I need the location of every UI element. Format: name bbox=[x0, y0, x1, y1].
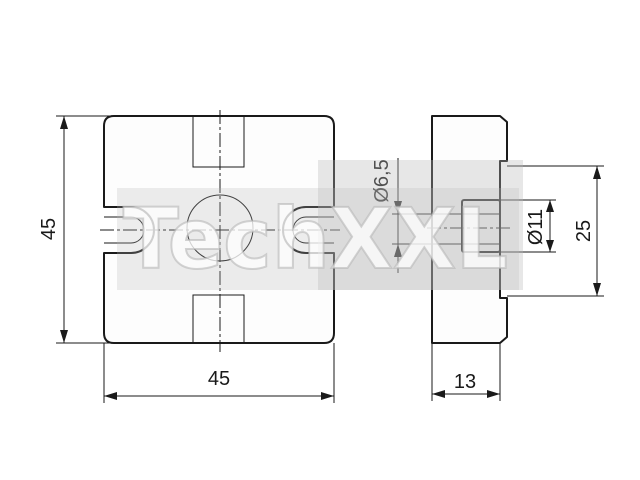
boss-dimension-label: Ø11 bbox=[525, 209, 547, 245]
watermark-text: TechXXL bbox=[123, 190, 508, 288]
arrowhead bbox=[487, 390, 500, 398]
arrowhead bbox=[546, 240, 554, 252]
front-width-dimension: 45 bbox=[103, 343, 335, 403]
side-boss bbox=[461, 199, 501, 253]
watermark: TechXXL bbox=[117, 160, 523, 290]
span-dimension-label: 25 bbox=[573, 220, 595, 242]
thickness-dimension: 13 bbox=[431, 343, 501, 401]
span-dimension: 25 bbox=[507, 165, 604, 297]
arrowhead bbox=[593, 283, 601, 296]
thickness-dimension-label: 13 bbox=[454, 371, 476, 393]
width-dimension-label: 45 bbox=[208, 368, 230, 390]
arrowhead bbox=[546, 200, 554, 212]
arrowhead bbox=[394, 244, 402, 257]
arrowhead bbox=[394, 201, 402, 214]
side-view bbox=[427, 115, 512, 344]
left-slot-inner bbox=[104, 216, 145, 244]
arrowhead bbox=[60, 330, 68, 343]
front-view bbox=[100, 110, 340, 352]
bottom-notch bbox=[192, 294, 245, 344]
arrowhead bbox=[432, 390, 445, 398]
arrowhead bbox=[321, 392, 334, 400]
watermark-box bbox=[318, 160, 523, 290]
bore-dimension-label: Ø6,5 bbox=[371, 159, 393, 202]
height-dimension-label: 45 bbox=[38, 218, 60, 240]
arrowhead bbox=[60, 116, 68, 129]
bore-dimension: Ø6,5 bbox=[371, 158, 500, 273]
arrowhead bbox=[104, 392, 117, 400]
front-height-dimension: 45 bbox=[38, 115, 114, 344]
arrowhead bbox=[593, 166, 601, 179]
boss-dimension: Ø11 bbox=[500, 199, 556, 253]
watermark-band bbox=[117, 188, 519, 290]
top-notch bbox=[192, 115, 245, 168]
